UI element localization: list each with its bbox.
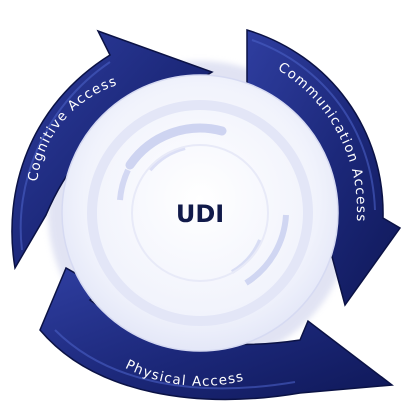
- inner-rings-decoration: [87, 100, 313, 326]
- center-disc: [61, 74, 339, 352]
- center-label-udi: UDI: [176, 200, 224, 228]
